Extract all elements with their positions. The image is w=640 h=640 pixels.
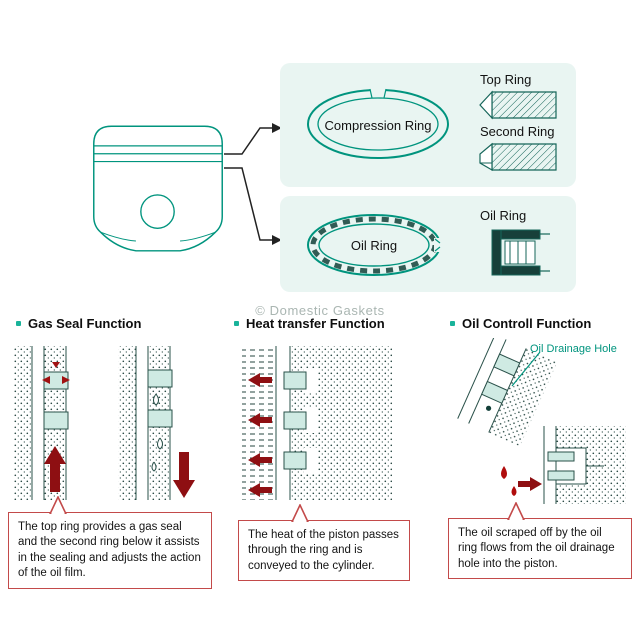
- oil-drainage-hole-label: Oil Drainage Hole: [530, 343, 617, 355]
- slanted-ring-stack: [457, 338, 558, 447]
- second-ring-cross-section: [479, 142, 557, 172]
- heat-transfer-title: Heat transfer Function: [246, 316, 385, 331]
- callout-pointer: [49, 496, 67, 514]
- oil-control-diagram: [457, 338, 626, 504]
- oil-ring-label: Oil Ring: [350, 238, 398, 253]
- callout-pointer: [507, 502, 525, 520]
- oil-control-callout: The oil scraped off by the oil ring flow…: [448, 518, 632, 580]
- oil-ring-side-label: Oil Ring: [480, 208, 527, 223]
- piston-illustration: [93, 125, 223, 252]
- second-ring-label: Second Ring: [480, 124, 555, 139]
- top-ring-cross-section: [479, 90, 557, 120]
- bullet-icon: [16, 321, 21, 326]
- oil-ring-cross-section: [491, 229, 550, 276]
- gas-seal-callout: The top ring provides a gas seal and the…: [8, 512, 212, 589]
- compression-ring-label: Compression Ring: [324, 118, 432, 133]
- heat-transfer-callout: The heat of the piston passes through th…: [238, 520, 410, 582]
- watermark: © Domestic Gaskets: [255, 303, 385, 318]
- section-title-heat-transfer: Heat transfer Function: [234, 316, 385, 331]
- connector-arrows: [224, 123, 282, 245]
- callout-pointer: [291, 504, 309, 522]
- top-ring-label: Top Ring: [480, 72, 532, 87]
- heat-transfer-diagram: [242, 346, 392, 500]
- bullet-icon: [234, 321, 239, 326]
- oil-control-title: Oil Controll Function: [462, 316, 592, 331]
- oil-ring-drawing: [307, 214, 450, 276]
- compression-ring-drawing: [307, 85, 449, 159]
- section-title-gas-seal: Gas Seal Function: [16, 316, 141, 331]
- gas-seal-diagram: [14, 346, 200, 500]
- section-title-oil-control: Oil Controll Function: [450, 316, 591, 331]
- compression-ring-panel: Compression Ring Top Ring Second Ring: [280, 63, 576, 187]
- oil-ring-panel: Oil Ring Oil Ring: [280, 196, 576, 292]
- gas-seal-title: Gas Seal Function: [28, 316, 142, 331]
- bullet-icon: [450, 321, 455, 326]
